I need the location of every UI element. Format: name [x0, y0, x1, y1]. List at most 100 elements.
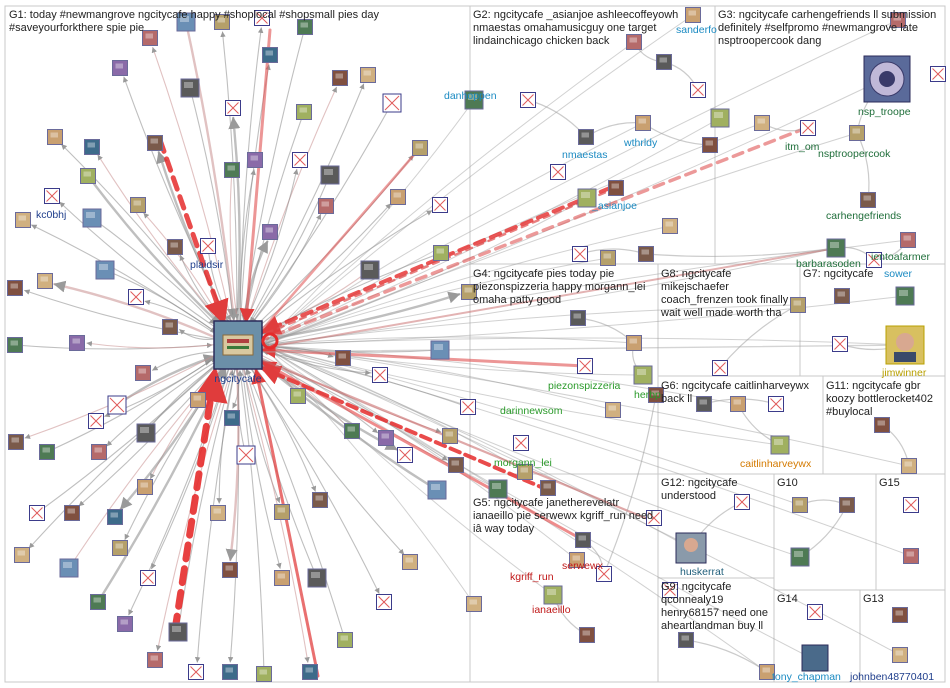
node-tony-chapman[interactable] — [801, 644, 829, 672]
graph-node[interactable] — [464, 90, 484, 110]
graph-node[interactable] — [432, 197, 448, 213]
graph-node[interactable] — [147, 652, 163, 668]
graph-node[interactable] — [200, 238, 216, 254]
graph-node[interactable] — [638, 246, 654, 262]
graph-node[interactable] — [69, 335, 85, 351]
graph-node[interactable] — [461, 284, 477, 300]
graph-node[interactable] — [180, 78, 200, 98]
graph-node[interactable] — [596, 566, 612, 582]
node-huskerrat[interactable] — [675, 532, 707, 564]
graph-node[interactable] — [112, 60, 128, 76]
graph-node[interactable] — [412, 140, 428, 156]
graph-node[interactable] — [656, 54, 672, 70]
graph-node[interactable] — [488, 479, 508, 499]
graph-node[interactable] — [59, 558, 79, 578]
graph-node[interactable] — [302, 664, 318, 680]
graph-node[interactable] — [608, 180, 624, 196]
graph-node[interactable] — [390, 189, 406, 205]
graph-node[interactable] — [39, 444, 55, 460]
graph-node[interactable] — [312, 492, 328, 508]
graph-node[interactable] — [648, 387, 664, 403]
graph-node[interactable] — [130, 197, 146, 213]
graph-node[interactable] — [147, 135, 163, 151]
graph-node[interactable] — [696, 396, 712, 412]
graph-node[interactable] — [662, 218, 678, 234]
graph-node[interactable] — [44, 188, 60, 204]
graph-node[interactable] — [128, 289, 144, 305]
graph-node[interactable] — [730, 396, 746, 412]
graph-node[interactable] — [88, 413, 104, 429]
graph-node[interactable] — [344, 423, 360, 439]
graph-node[interactable] — [543, 585, 563, 605]
graph-node[interactable] — [712, 360, 728, 376]
graph-node[interactable] — [685, 7, 701, 23]
graph-node[interactable] — [540, 480, 556, 496]
graph-node[interactable] — [626, 335, 642, 351]
graph-node[interactable] — [136, 423, 156, 443]
graph-node[interactable] — [517, 464, 533, 480]
graph-node[interactable] — [15, 212, 31, 228]
graph-node[interactable] — [895, 286, 915, 306]
graph-node[interactable] — [107, 395, 127, 415]
graph-node[interactable] — [167, 239, 183, 255]
graph-node[interactable] — [376, 594, 392, 610]
graph-node[interactable] — [900, 232, 916, 248]
graph-node[interactable] — [442, 428, 458, 444]
graph-node[interactable] — [930, 66, 946, 82]
graph-node[interactable] — [866, 252, 882, 268]
graph-node[interactable] — [80, 168, 96, 184]
graph-node[interactable] — [320, 165, 340, 185]
graph-node[interactable] — [860, 192, 876, 208]
graph-node[interactable] — [262, 47, 278, 63]
graph-node[interactable] — [297, 19, 313, 35]
graph-node[interactable] — [7, 280, 23, 296]
graph-node[interactable] — [14, 547, 30, 563]
graph-node[interactable] — [292, 152, 308, 168]
graph-node[interactable] — [626, 34, 642, 50]
graph-node[interactable] — [378, 430, 394, 446]
graph-node[interactable] — [188, 664, 204, 680]
graph-node[interactable] — [290, 388, 306, 404]
graph-node[interactable] — [448, 457, 464, 473]
graph-node[interactable] — [570, 310, 586, 326]
graph-node[interactable] — [225, 100, 241, 116]
graph-node[interactable] — [839, 497, 855, 513]
graph-node[interactable] — [734, 494, 750, 510]
graph-node[interactable] — [903, 548, 919, 564]
graph-node[interactable] — [892, 607, 908, 623]
graph-node[interactable] — [466, 596, 482, 612]
graph-node[interactable] — [790, 547, 810, 567]
graph-node[interactable] — [107, 509, 123, 525]
graph-node[interactable] — [95, 260, 115, 280]
graph-node[interactable] — [64, 505, 80, 521]
graph-node[interactable] — [176, 12, 196, 32]
graph-node[interactable] — [91, 444, 107, 460]
graph-node[interactable] — [262, 224, 278, 240]
graph-node[interactable] — [318, 198, 334, 214]
graph-node[interactable] — [826, 238, 846, 258]
graph-node[interactable] — [112, 540, 128, 556]
graph-node[interactable] — [142, 30, 158, 46]
graph-node[interactable] — [690, 82, 706, 98]
graph-node[interactable] — [37, 273, 53, 289]
graph-node[interactable] — [759, 664, 775, 680]
graph-node[interactable] — [572, 246, 588, 262]
graph-node[interactable] — [214, 14, 230, 30]
graph-node[interactable] — [832, 336, 848, 352]
graph-node[interactable] — [807, 604, 823, 620]
graph-node[interactable] — [849, 125, 865, 141]
graph-node[interactable] — [577, 188, 597, 208]
graph-node[interactable] — [382, 93, 402, 113]
graph-node[interactable] — [117, 616, 133, 632]
graph-node[interactable] — [513, 435, 529, 451]
graph-node[interactable] — [800, 120, 816, 136]
graph-node[interactable] — [222, 562, 238, 578]
graph-node[interactable] — [790, 297, 806, 313]
graph-node[interactable] — [307, 568, 327, 588]
graph-node[interactable] — [360, 260, 380, 280]
graph-node[interactable] — [168, 622, 188, 642]
graph-node[interactable] — [578, 129, 594, 145]
graph-node[interactable] — [427, 480, 447, 500]
graph-node[interactable] — [550, 164, 566, 180]
graph-node[interactable] — [890, 12, 906, 28]
